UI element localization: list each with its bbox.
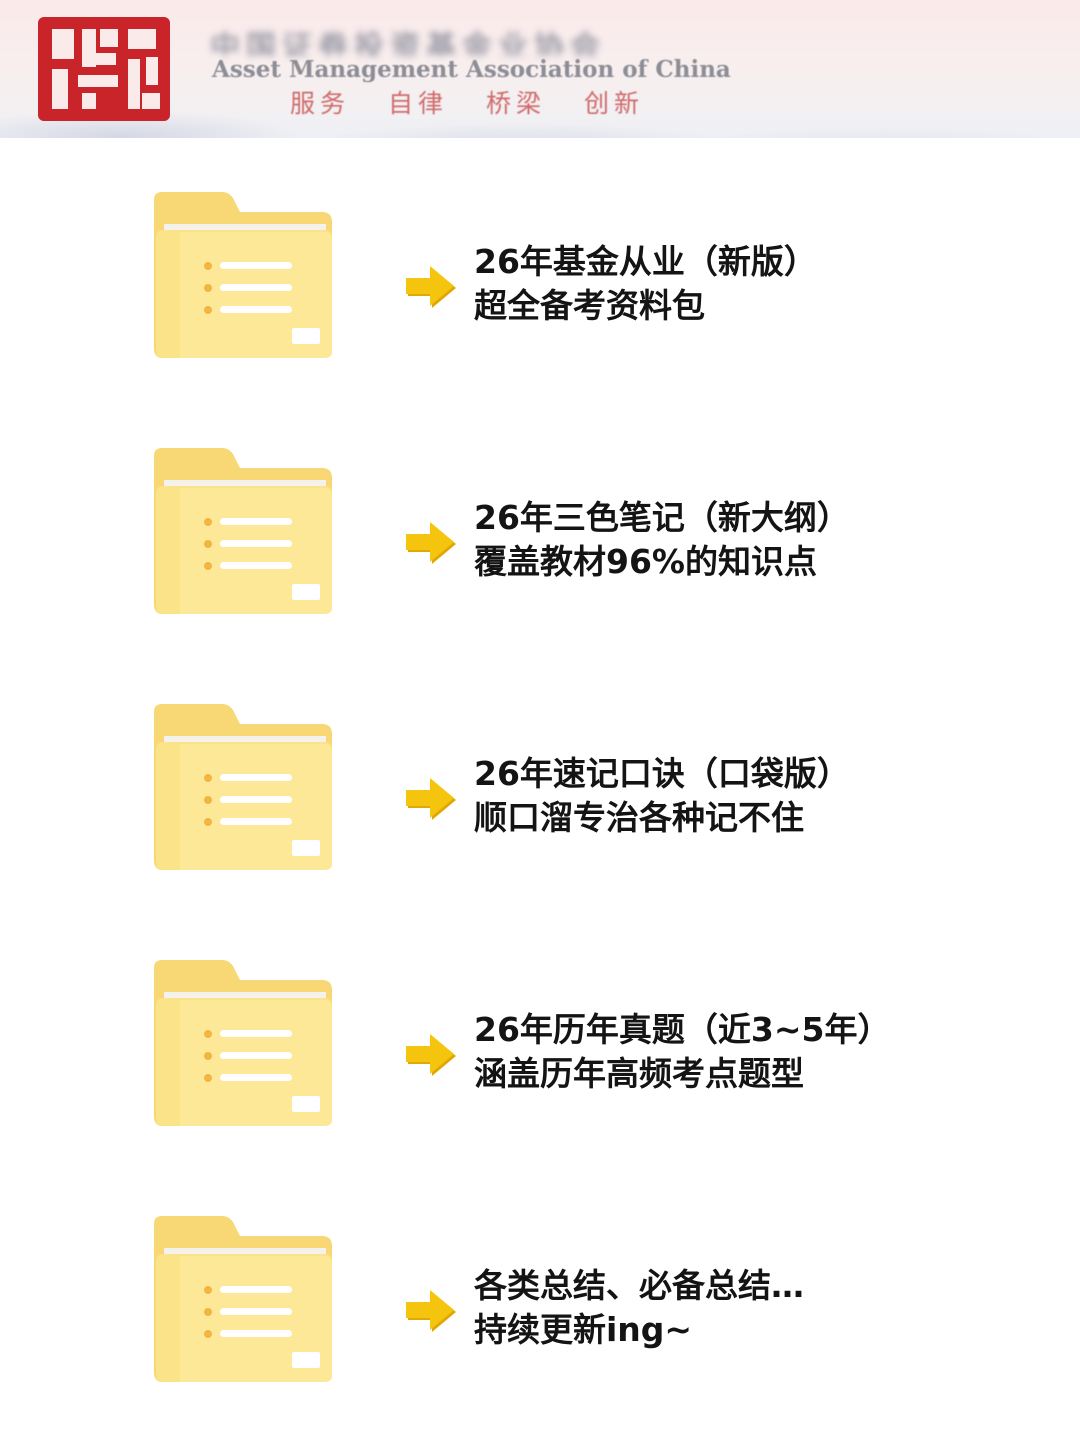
org-name-english: Asset Management Association of China bbox=[212, 56, 731, 83]
item-subtitle: 超全备考资料包 bbox=[474, 286, 705, 325]
arrow-right-icon bbox=[406, 778, 456, 820]
item-text: 26年速记口诀（口袋版） 顺口溜专治各种记不住 bbox=[474, 752, 850, 840]
folder-icon bbox=[154, 192, 332, 358]
arrow-right-icon bbox=[406, 522, 456, 564]
slogan-service: 服务 bbox=[290, 89, 351, 118]
item-title: 26年三色笔记（新大纲） bbox=[474, 498, 850, 537]
folder-icon bbox=[154, 1216, 332, 1382]
slogan-innovation: 创新 bbox=[584, 89, 645, 118]
folder-icon bbox=[154, 704, 332, 870]
arrow-right-icon bbox=[406, 1034, 456, 1076]
item-text: 26年三色笔记（新大纲） 覆盖教材96%的知识点 bbox=[474, 496, 850, 584]
arrow-right-icon bbox=[406, 1290, 456, 1332]
item-subtitle: 顺口溜专治各种记不住 bbox=[474, 798, 804, 837]
amac-logo-icon bbox=[38, 17, 170, 121]
folder-icon bbox=[154, 960, 332, 1126]
item-text: 各类总结、必备总结… 持续更新ing~ bbox=[474, 1264, 804, 1352]
header-banner: 中国证券投资基金业协会 Asset Management Association… bbox=[0, 0, 1080, 138]
arrow-right-icon bbox=[406, 266, 456, 308]
mountain-mist-decoration bbox=[0, 68, 1080, 138]
slogan-bridge: 桥梁 bbox=[486, 89, 547, 118]
list-item[interactable]: 26年基金从业（新版） 超全备考资料包 bbox=[0, 188, 1080, 368]
item-subtitle: 覆盖教材96%的知识点 bbox=[474, 542, 817, 581]
slogan-self-discipline: 自律 bbox=[388, 89, 449, 118]
folder-icon bbox=[154, 448, 332, 614]
item-title: 26年历年真题（近3~5年） bbox=[474, 1010, 891, 1049]
org-name-chinese: 中国证券投资基金业协会 bbox=[210, 30, 606, 56]
list-item[interactable]: 26年三色笔记（新大纲） 覆盖教材96%的知识点 bbox=[0, 444, 1080, 624]
item-text: 26年历年真题（近3~5年） 涵盖历年高频考点题型 bbox=[474, 1008, 891, 1096]
item-title: 26年基金从业（新版） bbox=[474, 242, 817, 281]
item-title: 各类总结、必备总结… bbox=[474, 1266, 804, 1305]
item-text: 26年基金从业（新版） 超全备考资料包 bbox=[474, 240, 817, 328]
item-title: 26年速记口诀（口袋版） bbox=[474, 754, 850, 793]
list-item[interactable]: 26年速记口诀（口袋版） 顺口溜专治各种记不住 bbox=[0, 700, 1080, 880]
list-item[interactable]: 26年历年真题（近3~5年） 涵盖历年高频考点题型 bbox=[0, 956, 1080, 1136]
slogan-row: 服务 自律 桥梁 创新 bbox=[290, 84, 644, 120]
item-subtitle: 涵盖历年高频考点题型 bbox=[474, 1054, 804, 1093]
item-subtitle: 持续更新ing~ bbox=[474, 1310, 693, 1349]
list-item[interactable]: 各类总结、必备总结… 持续更新ing~ bbox=[0, 1212, 1080, 1392]
